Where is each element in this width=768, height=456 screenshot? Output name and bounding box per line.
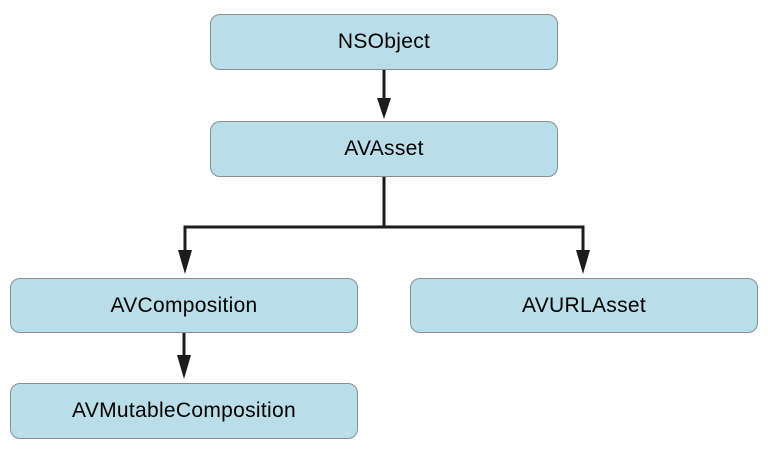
edge-nsobject-avasset	[377, 70, 391, 119]
arrowhead-icon	[576, 250, 590, 274]
node-avurlasset-label: AVURLAsset	[522, 293, 646, 317]
node-avcomposition: AVComposition	[10, 278, 358, 333]
node-avurlasset: AVURLAsset	[410, 278, 758, 333]
arrowhead-icon	[178, 250, 192, 274]
edge-avasset-branch	[183, 177, 585, 229]
node-avmutablecomposition: AVMutableComposition	[10, 383, 358, 439]
node-nsobject: NSObject	[210, 14, 558, 70]
edge-avasset-avcomposition	[178, 227, 192, 274]
arrowhead-icon	[177, 355, 191, 379]
node-avcomposition-label: AVComposition	[110, 293, 258, 317]
arrowhead-icon	[377, 98, 391, 119]
node-nsobject-label: NSObject	[337, 30, 431, 53]
edge-avcomposition-avmutablecomposition	[177, 333, 191, 379]
node-avasset: AVAsset	[210, 121, 558, 177]
node-avasset-label: AVAsset	[344, 137, 424, 160]
edge-avasset-avurlasset	[576, 227, 590, 274]
node-avmutablecomposition-label: AVMutableComposition	[72, 399, 296, 422]
